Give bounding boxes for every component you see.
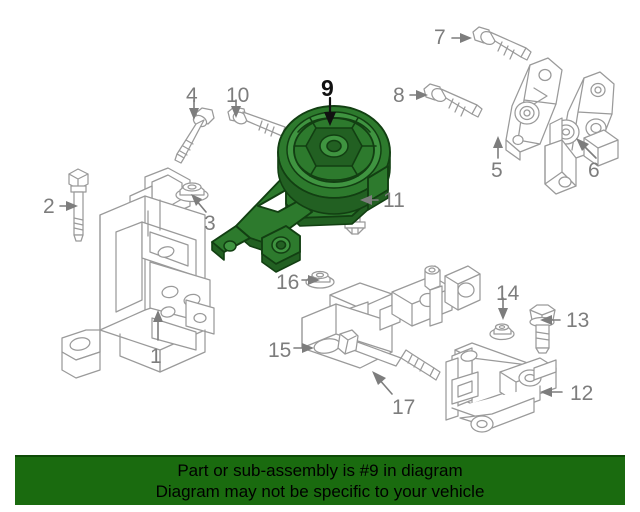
part-4-bolt-flange bbox=[174, 107, 215, 164]
footer-line-1: Part or sub-assembly is #9 in diagram bbox=[177, 461, 463, 480]
callout-label-11: 11 bbox=[383, 189, 405, 212]
callout-arrow-9 bbox=[324, 96, 336, 126]
callout-arrow-6 bbox=[576, 138, 597, 159]
part-1-transmission-mount-bracket bbox=[61, 167, 215, 379]
callout-arrow-3 bbox=[191, 194, 207, 213]
callout-arrow-8 bbox=[409, 90, 428, 100]
callout-label-15: 15 bbox=[268, 339, 292, 362]
part-13-bolt-flange bbox=[529, 304, 556, 354]
part-14-flange-nut bbox=[489, 323, 515, 341]
callout-label-13: 13 bbox=[566, 309, 590, 332]
callout-label-6: 6 bbox=[588, 159, 600, 182]
callout-label-3: 3 bbox=[204, 212, 216, 235]
callout-label-1: 1 bbox=[150, 345, 162, 368]
callout-label-5: 5 bbox=[491, 159, 503, 182]
footer-line-2: Diagram may not be specific to your vehi… bbox=[155, 482, 485, 501]
callout-label-16: 16 bbox=[276, 271, 300, 294]
callout-arrow-17 bbox=[372, 371, 393, 395]
callout-arrow-14 bbox=[498, 297, 508, 320]
callout-arrow-13 bbox=[540, 315, 561, 325]
callout-label-12: 12 bbox=[570, 382, 594, 405]
callout-arrow-2 bbox=[59, 201, 78, 211]
footer-banner: Part or sub-assembly is #9 in diagram Di… bbox=[15, 455, 625, 505]
callout-arrow-5 bbox=[493, 136, 503, 159]
callout-label-7: 7 bbox=[434, 26, 446, 49]
callout-arrow-7 bbox=[451, 33, 472, 43]
part-7-bolt-flange bbox=[472, 26, 532, 61]
callout-label-14: 14 bbox=[496, 282, 520, 305]
part-8-bolt-flange bbox=[423, 83, 483, 118]
part-12-rear-mount-bracket bbox=[445, 342, 557, 433]
callout-label-17: 17 bbox=[392, 396, 416, 419]
callout-label-8: 8 bbox=[393, 84, 405, 107]
callout-label-10: 10 bbox=[226, 84, 250, 107]
callout-arrow-4 bbox=[189, 99, 199, 120]
callout-label-9: 9 bbox=[321, 75, 334, 101]
callout-label-2: 2 bbox=[43, 195, 55, 218]
callout-label-4: 4 bbox=[186, 84, 198, 107]
part-9-engine-torque-strut-mount bbox=[211, 105, 391, 273]
callout-arrow-15 bbox=[293, 343, 314, 353]
part-5-torque-strut-bracket bbox=[505, 57, 563, 161]
part-2-bolt-long bbox=[68, 168, 89, 242]
callout-arrow-11 bbox=[360, 195, 379, 205]
part-6-engine-mount-bracket bbox=[544, 71, 619, 195]
callout-arrow-16 bbox=[301, 275, 320, 285]
callout-arrow-12 bbox=[540, 387, 563, 397]
callout-arrow-10 bbox=[231, 99, 241, 118]
part-17-bolt-long bbox=[337, 329, 441, 381]
callout-arrow-1 bbox=[153, 310, 163, 341]
